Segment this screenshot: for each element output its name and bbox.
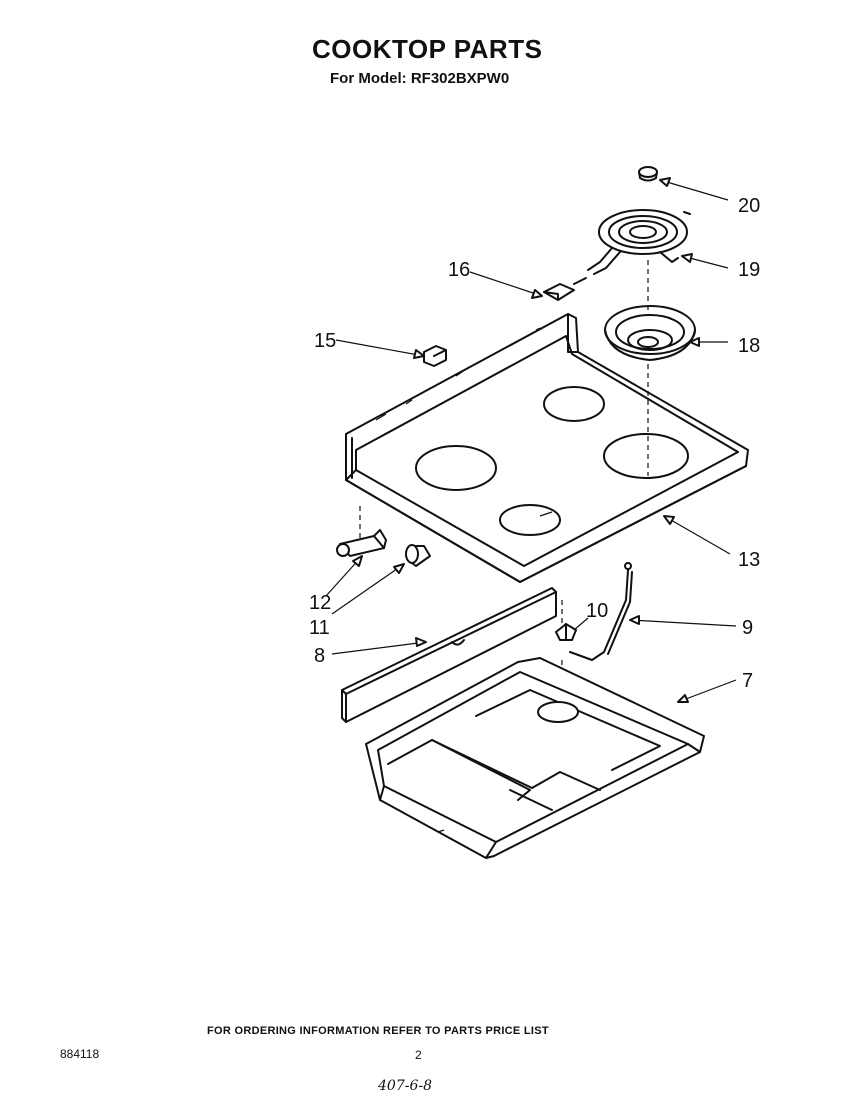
document-number: 884118: [60, 1047, 100, 1061]
callout-8: 8: [314, 645, 326, 667]
page-title: COOKTOP PARTS: [312, 34, 543, 64]
part-13-cooktop: [345, 313, 749, 583]
model-subtitle: For Model: RF302BXPW0: [330, 70, 510, 87]
handwritten-note: 407-6-8: [378, 1078, 432, 1094]
callout-19: 19: [738, 259, 761, 281]
callout-7: 7: [742, 670, 754, 692]
callout-15: 15: [314, 330, 337, 352]
callout-18: 18: [738, 335, 761, 357]
callout-9: 9: [742, 617, 754, 639]
part-9-wire: [569, 562, 633, 661]
part-11-bushing: [405, 544, 431, 567]
callout-10: 10: [586, 600, 609, 622]
page-number: 2: [415, 1048, 422, 1062]
callout-11: 11: [309, 617, 330, 639]
part-20-knob: [638, 166, 658, 182]
part-18-drip-bowl: [604, 305, 696, 361]
callout-20: 20: [738, 195, 761, 217]
callout-12: 12: [309, 592, 332, 614]
callout-13: 13: [738, 549, 761, 571]
leader-lines: [325, 177, 737, 703]
part-7-burner-box: [365, 657, 705, 859]
callout-16: 16: [448, 259, 471, 281]
part-15-clip: [423, 345, 447, 367]
part-16-terminal-block: [543, 277, 587, 301]
part-19-surface-element: [587, 209, 691, 275]
part-10-bracket: [555, 623, 577, 641]
part-12-switch: [336, 529, 387, 557]
ordering-info-note: FOR ORDERING INFORMATION REFER TO PARTS …: [207, 1025, 549, 1037]
part-8-rear-strip: [341, 587, 557, 723]
